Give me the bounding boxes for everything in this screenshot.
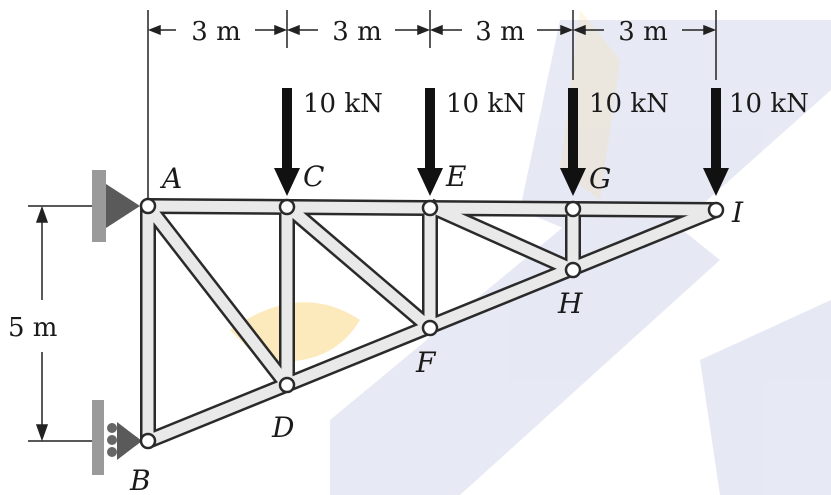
label-i: I <box>731 196 744 229</box>
label-f: F <box>415 346 437 379</box>
spacing-label-1: 3 m <box>191 17 240 47</box>
load-arrow-c <box>274 168 300 196</box>
joint-b <box>139 432 157 450</box>
label-d: D <box>271 411 294 444</box>
label-a: A <box>159 162 182 195</box>
load-label-c: 10 kN <box>303 89 383 119</box>
joint-c <box>278 198 296 216</box>
load-arrow-g <box>560 168 586 196</box>
spacing-label-2: 3 m <box>332 17 381 47</box>
label-c: C <box>303 160 324 193</box>
height-dimension <box>28 205 92 442</box>
label-h: H <box>557 287 583 320</box>
joint-e <box>421 199 439 217</box>
load-arrows <box>274 88 729 196</box>
joint-d <box>278 376 296 394</box>
pin-support-a <box>92 170 140 242</box>
load-arrow-e <box>417 168 443 196</box>
joint-h <box>564 261 582 279</box>
roller-support-b <box>92 400 142 475</box>
load-arrow-i <box>703 168 729 196</box>
joint-a <box>139 197 157 215</box>
label-g: G <box>589 162 611 195</box>
watermark <box>330 20 831 495</box>
spacing-label-3: 3 m <box>475 17 524 47</box>
load-label-i: 10 kN <box>729 89 809 119</box>
joint-f <box>421 319 439 337</box>
joint-g <box>564 200 582 218</box>
label-b: B <box>129 464 151 495</box>
top-dimensions <box>147 10 717 200</box>
load-label-e: 10 kN <box>446 89 526 119</box>
label-e: E <box>445 160 466 193</box>
load-label-g: 10 kN <box>589 89 669 119</box>
height-label: 5 m <box>8 313 57 343</box>
spacing-label-4: 3 m <box>618 17 667 47</box>
joints <box>139 197 725 450</box>
joint-i <box>707 201 725 219</box>
